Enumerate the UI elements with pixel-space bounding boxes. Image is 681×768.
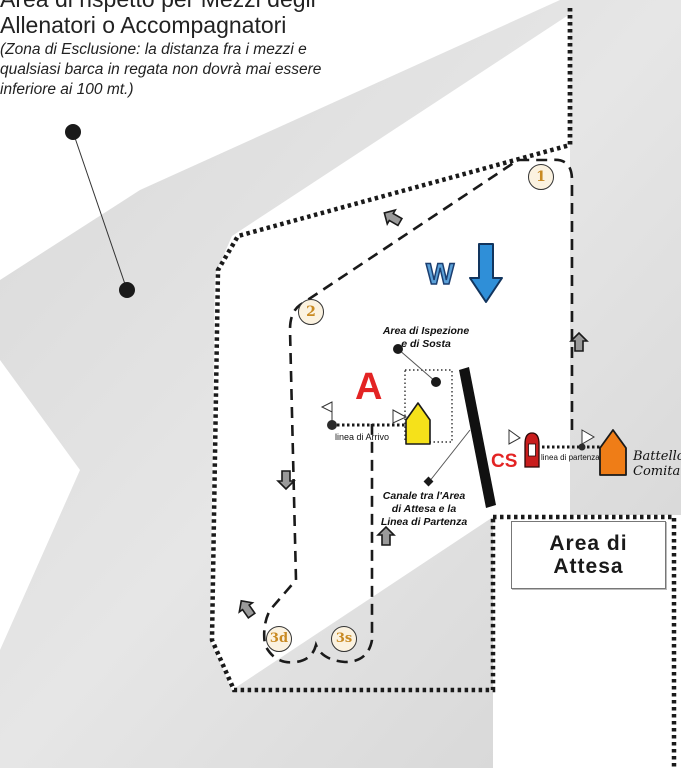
channel-pointer-marker [423, 476, 434, 487]
direction-arrow-upper-left [383, 208, 404, 227]
inspection-area-label: Area di Ispezione e di Sosta [382, 325, 470, 350]
mark-3d-badge: 3d [266, 626, 292, 652]
mark-2-badge: 2 [298, 299, 324, 325]
finish-letter: A [355, 366, 383, 408]
mark-1-badge: 1 [528, 164, 554, 190]
cs-label: CS [491, 451, 518, 472]
header-note: (Zona di Esclusione: la distanza fra i m… [0, 41, 322, 98]
direction-arrow-left-down [276, 470, 296, 491]
header: Area di rispetto per Mezzi degli Allenat… [0, 0, 340, 100]
committee-boat-label-line-2: Comitato [633, 464, 681, 479]
direction-arrow-center-up [376, 525, 396, 546]
committee-boat-label: Battello Comitato [633, 449, 681, 479]
channel-label: Canale tra l'Area di Attesa e la Linea d… [380, 490, 468, 528]
channel-bar [459, 367, 496, 508]
waiting-area-label-box: Area di Attesa [511, 521, 666, 589]
start-pin-buoy-icon [578, 443, 586, 451]
start-line-label: linea di partenza [541, 453, 600, 462]
finish-boat-icon [405, 402, 431, 445]
inspection-dot-2 [431, 377, 441, 387]
wind-label: W [425, 257, 455, 292]
pointer-line [72, 131, 128, 291]
race-area [210, 14, 570, 768]
inspection-dot-1 [393, 344, 403, 354]
committee-boat-label-line-1: Battello [633, 449, 681, 464]
channel-pointer [428, 429, 471, 483]
finish-line-label: linea di Arrivo [335, 432, 390, 442]
course-path [262, 158, 574, 664]
header-title-line-1: Area di rispetto per Mezzi degli [0, 0, 340, 12]
committee-boat-icon [599, 429, 627, 476]
finish-flag [392, 409, 408, 424]
mark-3s-badge: 3s [331, 626, 357, 652]
wind-arrow-icon [469, 243, 503, 303]
pointer-dot-bottom [119, 282, 135, 298]
direction-arrow-right-up [569, 331, 589, 352]
finish-mark-buoy-icon [327, 420, 337, 430]
cs-boat-icon [524, 432, 540, 468]
finish-mark-flag [320, 401, 333, 413]
start-flag-1 [508, 429, 521, 445]
direction-arrow-bottom-left [238, 599, 256, 619]
inspection-pointer [397, 348, 437, 383]
waiting-area-label-line-1: Area di [549, 532, 628, 555]
pointer-dot-top [65, 124, 81, 140]
waiting-area-label-line-2: Attesa [553, 555, 624, 578]
header-title-line-2: Allenatori o Accompagnatori [0, 12, 287, 38]
